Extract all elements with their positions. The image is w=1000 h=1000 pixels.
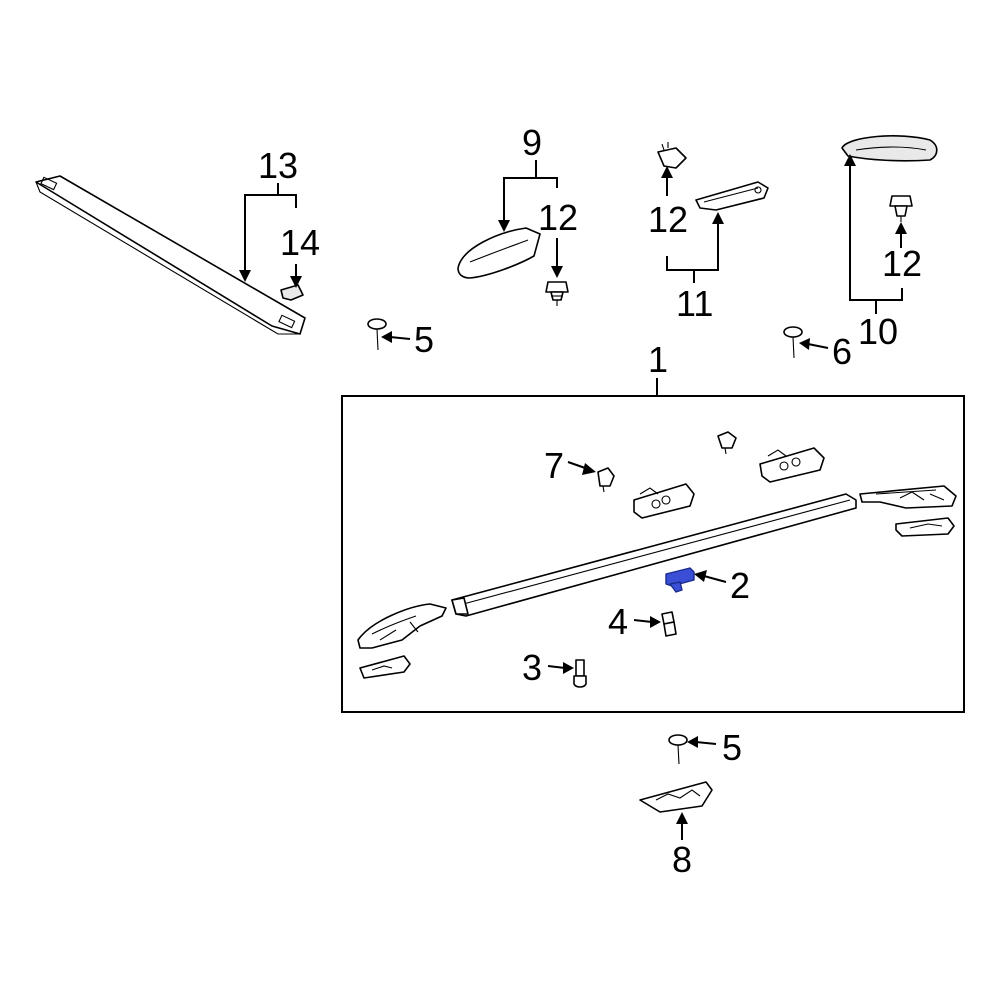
part-9-front-end-cover[interactable] (457, 227, 541, 279)
rail-stanchion-bracket-a[interactable] (633, 483, 695, 519)
part-11-rail-bracket[interactable] (695, 181, 769, 211)
callout-12-a: 12 (538, 197, 578, 238)
leader-8 (676, 812, 688, 840)
rear-rail-base[interactable] (859, 485, 957, 509)
leader-12-b (661, 166, 673, 196)
part-1-roof-rail[interactable] (451, 493, 857, 617)
callout-12-b: 12 (648, 199, 688, 240)
callout-9: 9 (522, 122, 542, 163)
leader-9 (498, 160, 558, 232)
callout-5-bottom: 5 (722, 727, 742, 768)
part-7-clip[interactable] (597, 467, 615, 493)
part-10-rear-end-cover[interactable] (841, 135, 938, 162)
part-5-screw-top[interactable] (367, 318, 387, 351)
leader-12-a (551, 238, 563, 278)
callout-7: 7 (544, 445, 564, 486)
part-2-rail-cap-highlighted[interactable] (665, 567, 695, 593)
part-12-clip-a[interactable] (545, 281, 569, 306)
part-1-assembly-box (341, 395, 965, 713)
leader-5-bottom (687, 736, 717, 748)
callout-14: 14 (280, 222, 320, 263)
leader-11 (666, 212, 724, 283)
callout-4: 4 (608, 601, 628, 642)
callout-12-c: 12 (882, 243, 922, 284)
leader-10 (844, 154, 903, 314)
callout-10: 10 (858, 311, 898, 352)
callout-6: 6 (832, 331, 852, 372)
callout-13: 13 (258, 145, 298, 186)
callout-11: 11 (676, 283, 713, 324)
callout-3: 3 (522, 647, 542, 688)
front-rail-base[interactable] (357, 603, 447, 649)
rail-stanchion-bracket-b[interactable] (759, 447, 825, 483)
part-12-clip-b[interactable] (657, 142, 687, 169)
rear-base-pad[interactable] (895, 517, 955, 537)
part-8-base-cover[interactable] (639, 781, 713, 813)
leader-14 (290, 264, 302, 288)
front-base-pad[interactable] (359, 655, 411, 679)
callout-5-top: 5 (414, 319, 434, 360)
part-6-screw[interactable] (783, 326, 803, 359)
callout-1: 1 (648, 339, 668, 380)
leader-5-top (381, 331, 411, 343)
part-5-screw-bottom[interactable] (668, 734, 688, 765)
leader-4 (633, 616, 661, 628)
part-13-side-rail[interactable] (35, 175, 306, 335)
callout-8: 8 (672, 839, 692, 880)
part-7-clip-b[interactable] (717, 431, 737, 455)
leader-3 (547, 662, 574, 674)
leader-7 (567, 461, 596, 475)
part-12-clip-c[interactable] (889, 195, 913, 222)
part-3-stud[interactable] (573, 659, 587, 688)
part-14-end-cap[interactable] (280, 284, 304, 301)
leader-6 (799, 338, 829, 350)
leader-12-c (895, 222, 907, 248)
part-4-bolt[interactable] (661, 611, 677, 637)
leader-2 (694, 570, 727, 583)
callout-2: 2 (730, 565, 750, 606)
leader-13 (239, 183, 297, 282)
